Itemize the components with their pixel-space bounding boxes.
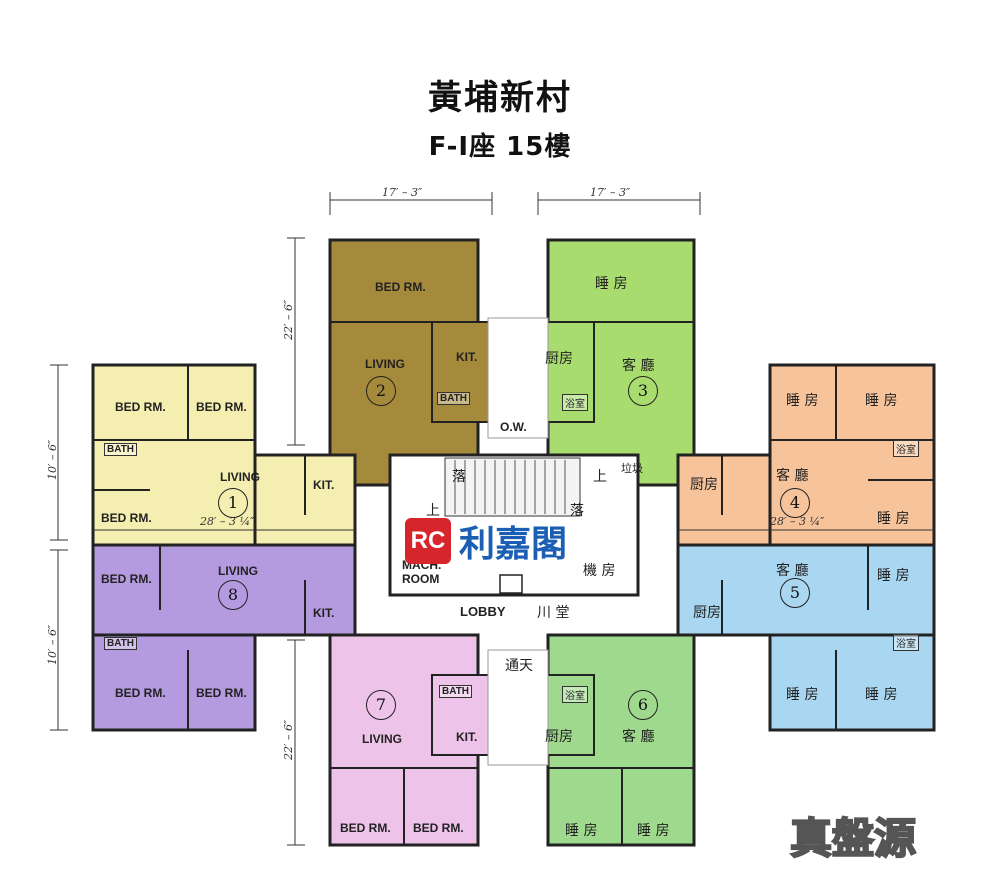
unit8-kitchen-label: KIT. [313, 606, 335, 620]
unit1-living-label: LIVING [220, 470, 261, 484]
lobby-cn-label: 川 堂 [537, 605, 570, 621]
ow-label: O.W. [500, 420, 527, 434]
unit4-living-label: 客 廳 [776, 468, 809, 484]
unit7-bedroom2-label: BED RM. [413, 821, 464, 835]
dim-vertical-top: 22′ – 6″ [282, 299, 295, 340]
unit5-bath-label: 浴室 [893, 634, 919, 651]
unit1-bedroom3-label: BED RM. [101, 511, 152, 525]
unit7-number: 7 [366, 690, 396, 720]
unit8-bedroom3-label: BED RM. [196, 686, 247, 700]
unit-5[interactable] [676, 543, 936, 732]
agency-watermark: RC 利嘉閣 [405, 515, 567, 567]
dim-unit4-width: 28′ – 3 ¼″ [770, 515, 825, 528]
unit6-kitchen-label: 厨房 [545, 729, 573, 745]
unit6-living-label: 客 廳 [622, 729, 655, 745]
block-floor-subtitle: F-I座 15樓 [428, 132, 572, 162]
unit6-number: 6 [628, 690, 658, 720]
unit3-bath-label: 浴室 [562, 394, 588, 411]
dim-unit1-width: 28′ – 3 ¼″ [200, 515, 255, 528]
unit7-bath-label: BATH [439, 685, 473, 698]
unit5-bedroom1-label: 睡 房 [877, 568, 910, 584]
unit4-bedroom3-label: 睡 房 [877, 511, 910, 527]
unit4-bedroom2-label: 睡 房 [865, 393, 898, 409]
stairs-up-2: 上 [426, 503, 440, 519]
stairs-down-1: 落 [452, 469, 466, 485]
unit3-number: 3 [628, 376, 658, 406]
unit8-living-label: LIVING [218, 564, 259, 578]
unit8-bedroom1-label: BED RM. [101, 572, 152, 586]
unit4-number: 4 [780, 488, 810, 518]
unit2-bedroom-label: BED RM. [375, 280, 426, 294]
unit7-bedroom1-label: BED RM. [340, 821, 391, 835]
agency-name: 利嘉閣 [459, 523, 568, 565]
unit3-bedroom-label: 睡 房 [595, 276, 628, 292]
corner-brand-logo: 真盤源 [789, 813, 917, 864]
unit5-bedroom2-label: 睡 房 [786, 687, 819, 703]
estate-title: 黃埔新村 [428, 78, 572, 118]
unit4-bedroom1-label: 睡 房 [786, 393, 819, 409]
unit-2[interactable] [328, 238, 491, 487]
dim-vertical-bottom: 22′ – 6″ [282, 719, 295, 760]
stairs-up-1: 上 [593, 469, 607, 485]
unit5-bedroom3-label: 睡 房 [865, 687, 898, 703]
unit4-kitchen-label: 厨房 [690, 477, 718, 493]
unit4-bath-label: 浴室 [893, 440, 919, 457]
unit8-bath-label: BATH [104, 637, 138, 650]
unit1-number: 1 [218, 488, 248, 518]
agency-logo-icon: RC [405, 518, 451, 564]
unit3-living-label: 客 廳 [622, 358, 655, 374]
unit-7[interactable] [328, 633, 491, 847]
unit1-bath-label: BATH [104, 443, 138, 456]
unit2-living-label: LIVING [365, 357, 406, 371]
dim-left-lower: 10′ – 6″ [46, 624, 59, 665]
unit2-kitchen-label: KIT. [456, 350, 478, 364]
stairs-down-2: 落 [570, 503, 584, 519]
dim-left-upper: 10′ – 6″ [46, 439, 59, 480]
unit6-bedroom2-label: 睡 房 [637, 823, 670, 839]
machine-room-cn-label: 機 房 [583, 563, 616, 579]
unit2-number: 2 [366, 376, 396, 406]
unit1-bedroom2-label: BED RM. [196, 400, 247, 414]
unit8-bedroom2-label: BED RM. [115, 686, 166, 700]
lobby-label: LOBBY [460, 604, 506, 619]
light-well-label: 通天 [505, 658, 533, 674]
unit5-living-label: 客 廳 [776, 563, 809, 579]
unit7-kitchen-label: KIT. [456, 730, 478, 744]
unit6-bedroom1-label: 睡 房 [565, 823, 598, 839]
unit5-number: 5 [780, 578, 810, 608]
unit2-bath-label: BATH [437, 392, 471, 405]
dim-top-right: 17′ – 3″ [590, 186, 631, 199]
unit6-bath-label: 浴室 [562, 686, 588, 703]
dimension-lines [50, 192, 934, 846]
unit3-kitchen-label: 厨房 [545, 351, 573, 367]
refuse-room-label: 垃圾 [621, 462, 643, 475]
unit8-number: 8 [218, 580, 248, 610]
unit7-living-label: LIVING [362, 732, 403, 746]
dim-top-left: 17′ – 3″ [382, 186, 423, 199]
unit1-bedroom1-label: BED RM. [115, 400, 166, 414]
unit5-kitchen-label: 厨房 [693, 605, 721, 621]
unit1-kitchen-label: KIT. [313, 478, 335, 492]
